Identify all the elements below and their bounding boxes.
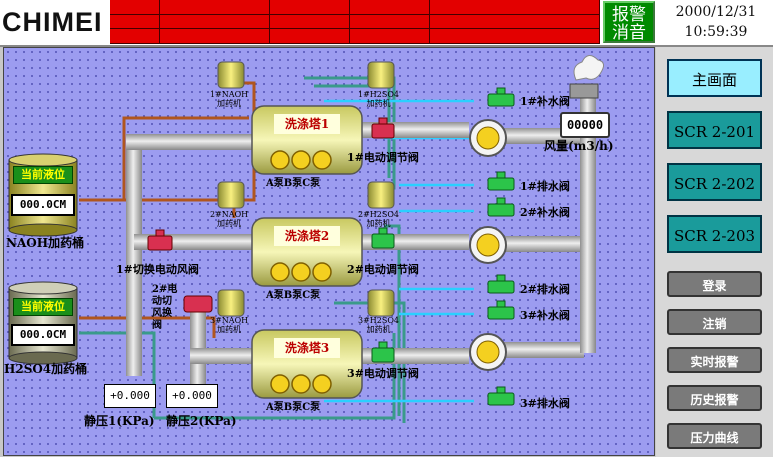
fill-valve-3-label[interactable]: 3#补水阀: [520, 309, 570, 322]
naoh-doser-1-label: 1#NAOH 加药机: [210, 90, 249, 108]
pump-label-3: A泵B泵C泵: [266, 402, 321, 413]
h2so4-tank-icon: [8, 281, 78, 365]
h2so4-tank-label: H2SO4加药桶: [4, 362, 88, 376]
datetime-display: 2000/12/31 10:59:39: [660, 2, 772, 44]
switch-damper-1-label[interactable]: 1#切换电动风阀: [116, 263, 199, 276]
fill-valve-1-label[interactable]: 1#补水阀: [520, 95, 570, 108]
scrubber-tower-3[interactable]: 洗涤塔3: [274, 338, 340, 358]
naoh-level-title: 当前液位: [13, 166, 73, 184]
alarm-banner: [110, 0, 600, 44]
realtime-alarm-button[interactable]: 实时报警: [667, 347, 762, 373]
login-button[interactable]: 登录: [667, 271, 762, 297]
process-diagram: 当前液位 000.0CM NAOH加药桶 当前液位 000.0CM H2SO4加…: [3, 47, 655, 456]
company-logo: CHIMEI: [2, 7, 103, 37]
scrubber-tower-1[interactable]: 洗涤塔1: [274, 114, 340, 134]
time-text: 10:59:39: [684, 24, 748, 40]
naoh-level-value: 000.0CM: [11, 194, 75, 216]
regulating-valve-1-label[interactable]: 1#电动调节阀: [347, 151, 419, 164]
static-pressure-1-value: +0.000: [104, 384, 156, 408]
drain-valve-1-label[interactable]: 1#排水阀: [520, 180, 570, 193]
static-pressure-1-label: 静压1(KPa): [84, 414, 155, 428]
scr-2-201-button[interactable]: SCR 2-201: [667, 111, 762, 149]
navigation-sidebar: 主画面 SCR 2-201 SCR 2-202 SCR 2-203 登录 注销 …: [656, 47, 773, 457]
regulating-valve-3-label[interactable]: 3#电动调节阀: [347, 367, 419, 380]
h2so4-doser-3-label: 3#H2SO4 加药机: [358, 316, 399, 334]
h2so4-doser-2-label: 2#H2SO4 加药机: [358, 210, 399, 228]
piping-layer: [8, 55, 604, 423]
scr-2-202-button[interactable]: SCR 2-202: [667, 163, 762, 201]
static-pressure-2-value: +0.000: [166, 384, 218, 408]
fill-valve-2-label[interactable]: 2#补水阀: [520, 206, 570, 219]
h2so4-doser-1-label: 1#H2SO4 加药机: [358, 90, 399, 108]
pressure-curve-button[interactable]: 压力曲线: [667, 423, 762, 449]
drain-valve-2-label[interactable]: 2#排水阀: [520, 283, 570, 296]
alarm-silence-button[interactable]: 报警消音: [603, 1, 655, 43]
static-pressure-2-label: 静压2(KPa): [166, 414, 237, 428]
chimney-icon: [569, 55, 604, 99]
pump-label-1: A泵B泵C泵: [266, 178, 321, 189]
naoh-tank-label: NAOH加药桶: [6, 236, 85, 250]
air-flow-label: 风量(m3/h): [544, 139, 614, 153]
h2so4-level-title: 当前液位: [13, 298, 73, 316]
top-bar: CHIMEI 报警消音 2000/12/31 10:59:39: [0, 0, 773, 47]
naoh-doser-2-label: 2#NAOH 加药机: [210, 210, 249, 228]
pump-label-2: A泵B泵C泵: [266, 290, 321, 301]
scr-2-203-button[interactable]: SCR 2-203: [667, 215, 762, 253]
air-flow-value: 00000: [560, 112, 610, 138]
regulating-valve-2-label[interactable]: 2#电动调节阀: [347, 263, 419, 276]
history-alarm-button[interactable]: 历史报警: [667, 385, 762, 411]
drain-valve-3-label[interactable]: 3#排水阀: [520, 397, 570, 410]
scrubber-tower-2[interactable]: 洗涤塔2: [274, 226, 340, 246]
naoh-doser-3-label: 3#NAOH 加药机: [210, 316, 249, 334]
switch-damper-2-label[interactable]: 2#电动切风换阀: [152, 284, 178, 331]
date-text: 2000/12/31: [675, 4, 757, 20]
home-screen-button[interactable]: 主画面: [667, 59, 762, 97]
h2so4-level-value: 000.0CM: [11, 324, 75, 346]
logout-button[interactable]: 注销: [667, 309, 762, 335]
